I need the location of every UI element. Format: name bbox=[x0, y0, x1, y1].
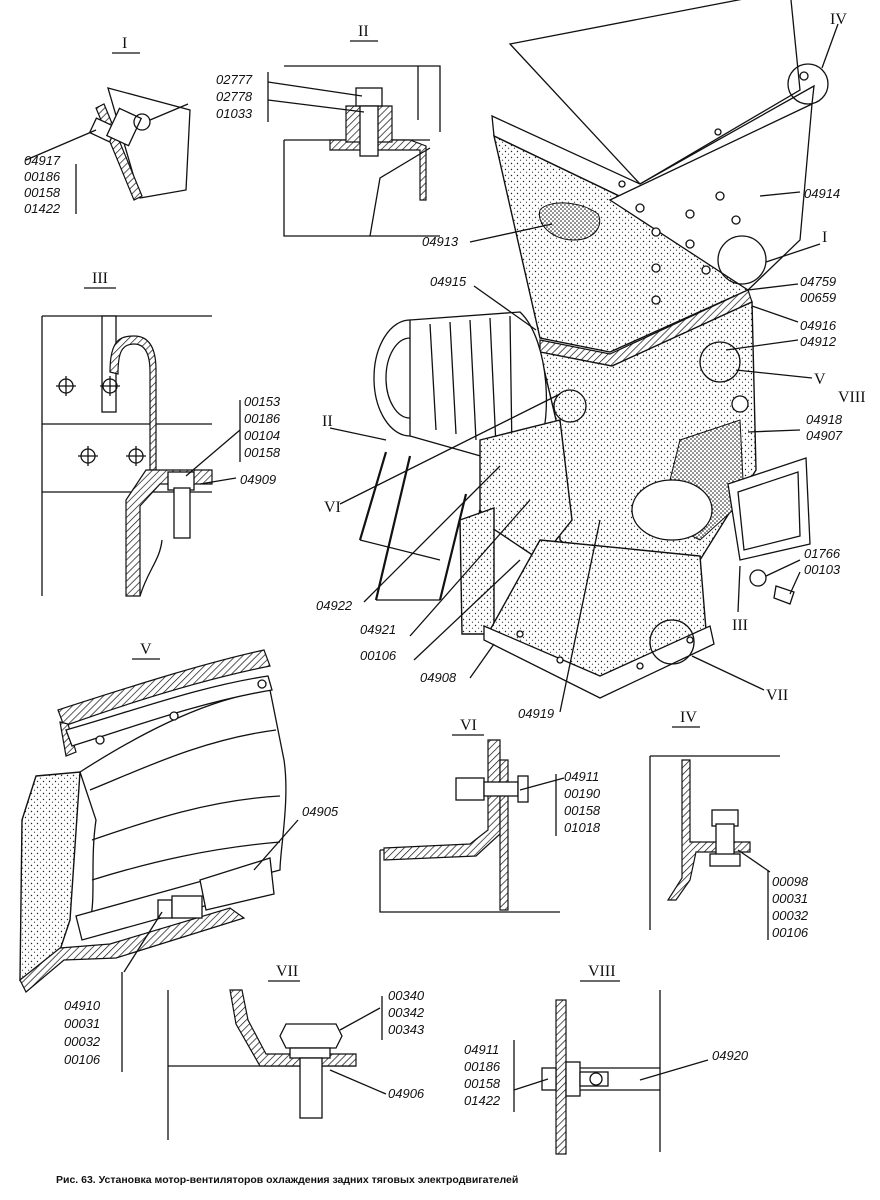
callout-04913: 04913 bbox=[422, 234, 459, 249]
part-00340: 00340 bbox=[388, 988, 425, 1003]
callout-view-vii: VII bbox=[766, 687, 788, 704]
part-04920: 04920 bbox=[712, 1048, 749, 1063]
part-00343: 00343 bbox=[388, 1022, 425, 1037]
callout-01766: 01766 bbox=[804, 546, 841, 561]
part-04909: 04909 bbox=[240, 472, 276, 487]
callout-04915: 04915 bbox=[430, 274, 467, 289]
view-i-part-list: 04917 00186 00158 01422 bbox=[24, 153, 61, 216]
view-vii-title: VII bbox=[276, 963, 298, 980]
callout-04912: 04912 bbox=[800, 334, 837, 349]
view-vi-title: VI bbox=[460, 717, 477, 734]
callout-04918: 04918 bbox=[806, 412, 843, 427]
view-v-detail: V bbox=[19, 641, 299, 1072]
callout-view-iii: III bbox=[732, 617, 748, 634]
view-vi-detail: VI bbox=[379, 717, 565, 913]
part-04911-viii: 04911 bbox=[464, 1042, 499, 1057]
part-01033: 01033 bbox=[216, 106, 253, 121]
callout-view-i: I bbox=[822, 229, 827, 246]
view-iii-detail: III bbox=[41, 270, 241, 597]
part-00032-v: 00032 bbox=[64, 1034, 101, 1049]
part-00158-vi: 00158 bbox=[564, 803, 601, 818]
callout-04922: 04922 bbox=[316, 598, 353, 613]
part-00158-viii: 00158 bbox=[464, 1076, 501, 1091]
view-vi-part-list: 04911 00190 00158 01018 bbox=[564, 769, 601, 835]
main-callouts-right: 04914 I 04759 00659 04916 04912 V VIII 0… bbox=[732, 186, 866, 704]
part-00031: 00031 bbox=[772, 891, 808, 906]
view-i-title: I bbox=[122, 35, 127, 52]
callout-00103: 00103 bbox=[804, 562, 841, 577]
view-iii-part-list: 00153 00186 00104 00158 04909 bbox=[240, 394, 281, 487]
part-04910: 04910 bbox=[64, 998, 101, 1013]
callout-view-v: V bbox=[814, 371, 826, 388]
callout-04916: 04916 bbox=[800, 318, 837, 333]
part-00106-v: 00106 bbox=[64, 1052, 101, 1067]
part-00186: 00186 bbox=[24, 169, 61, 184]
view-viii-title: VIII bbox=[588, 963, 616, 980]
part-00031-v: 00031 bbox=[64, 1016, 100, 1031]
part-00104: 00104 bbox=[244, 428, 280, 443]
callout-00659: 00659 bbox=[800, 290, 836, 305]
callout-view-viii: VIII bbox=[838, 389, 866, 406]
part-01018: 01018 bbox=[564, 820, 601, 835]
view-viii-detail: VIII bbox=[513, 963, 709, 1155]
figure-caption: Рис. 63. Установка мотор-вентиляторов ох… bbox=[56, 1174, 519, 1186]
callout-04919: 04919 bbox=[518, 706, 554, 721]
part-00190: 00190 bbox=[564, 786, 601, 801]
part-01422-viii: 01422 bbox=[464, 1093, 501, 1108]
view-viii-part-list: 04911 00186 00158 01422 04920 bbox=[464, 1042, 749, 1108]
view-vii-part-list: 00340 00342 00343 04906 bbox=[388, 988, 425, 1101]
part-00158: 00158 bbox=[244, 445, 281, 460]
part-01422: 01422 bbox=[24, 201, 61, 216]
part-00342: 00342 bbox=[388, 1005, 425, 1020]
view-iv-title: IV bbox=[680, 709, 697, 726]
view-vii-detail: VII bbox=[167, 963, 387, 1140]
part-00186-viii: 00186 bbox=[464, 1059, 501, 1074]
part-02777: 02777 bbox=[216, 72, 253, 87]
part-00098: 00098 bbox=[772, 874, 809, 889]
part-00153: 00153 bbox=[244, 394, 281, 409]
part-02778: 02778 bbox=[216, 89, 253, 104]
view-v-part-list: 04905 04910 00031 00032 00106 bbox=[64, 804, 339, 1067]
view-ii-title: II bbox=[358, 23, 369, 40]
view-v-title: V bbox=[140, 641, 152, 658]
callout-view-vi: VI bbox=[324, 499, 341, 516]
callout-04914: 04914 bbox=[804, 186, 840, 201]
view-iii-title: III bbox=[92, 270, 108, 287]
part-04905: 04905 bbox=[302, 804, 339, 819]
part-00032: 00032 bbox=[772, 908, 809, 923]
callout-view-ii: II bbox=[322, 413, 333, 430]
view-i-detail: I bbox=[25, 35, 191, 214]
callout-04908: 04908 bbox=[420, 670, 457, 685]
main-callouts-left: 04913 04915 II VI 04922 04921 00106 0490… bbox=[316, 11, 847, 721]
callout-view-iv: IV bbox=[830, 11, 847, 28]
main-assembly bbox=[329, 0, 839, 713]
part-00106: 00106 bbox=[772, 925, 809, 940]
view-ii-part-list: 02777 02778 01033 bbox=[216, 72, 253, 121]
part-00186: 00186 bbox=[244, 411, 281, 426]
view-iv-part-list: 00098 00031 00032 00106 bbox=[772, 874, 809, 940]
part-04917: 04917 bbox=[24, 153, 61, 168]
view-iv-detail: IV bbox=[649, 709, 780, 940]
part-04911-vi: 04911 bbox=[564, 769, 599, 784]
view-ii-detail: II bbox=[267, 23, 441, 237]
part-00158: 00158 bbox=[24, 185, 61, 200]
part-04906: 04906 bbox=[388, 1086, 425, 1101]
callout-00106: 00106 bbox=[360, 648, 397, 663]
callout-04907: 04907 bbox=[806, 428, 843, 443]
callout-04759: 04759 bbox=[800, 274, 836, 289]
callout-04921: 04921 bbox=[360, 622, 396, 637]
